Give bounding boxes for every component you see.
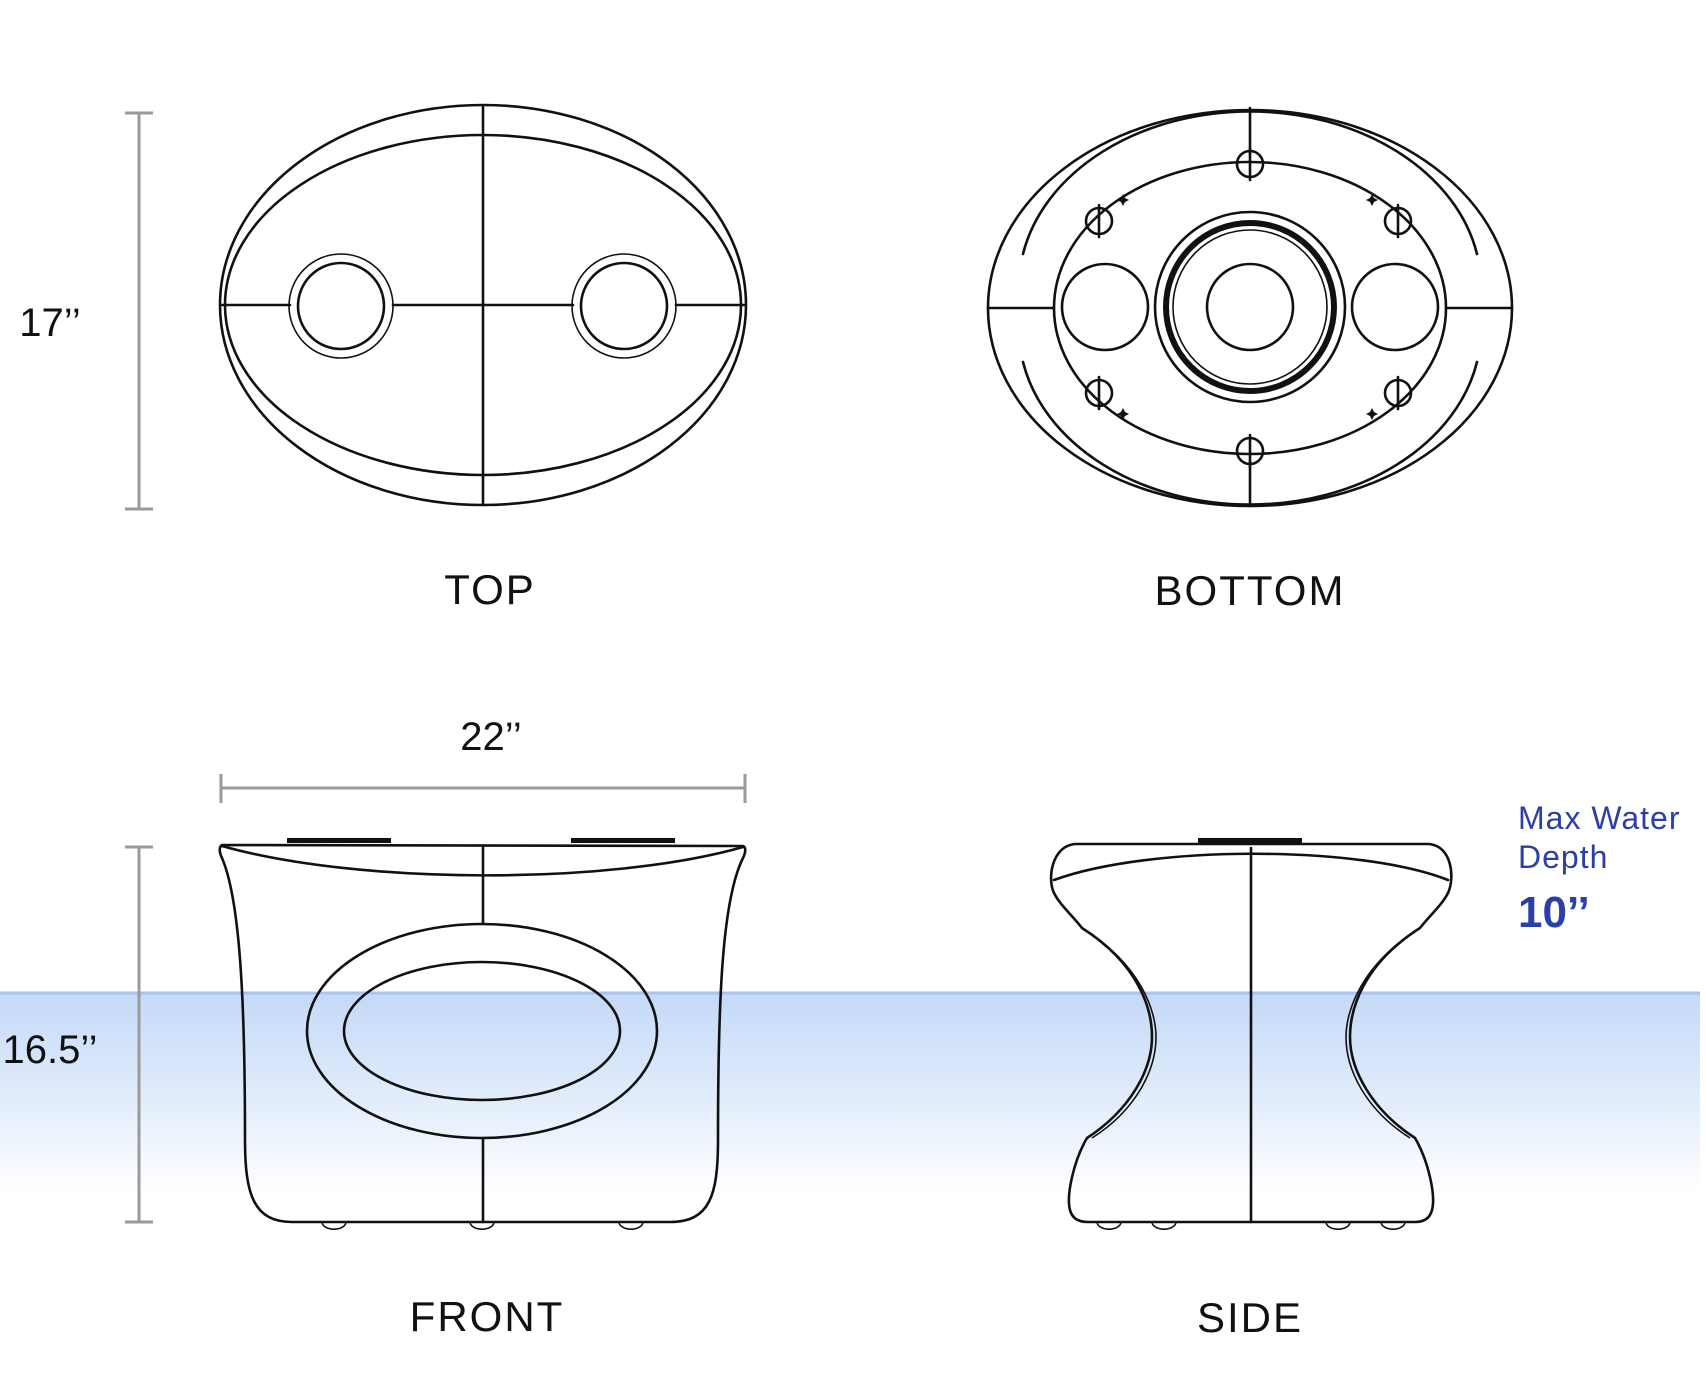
width-dimension-label: 22’’ xyxy=(460,715,522,759)
max-water-label-line1: Max Water xyxy=(1518,800,1681,836)
height-dimension-line xyxy=(125,845,153,1224)
foot-icon xyxy=(321,1221,644,1230)
screw-icon xyxy=(1235,433,1265,469)
side-recess-icon xyxy=(1060,262,1150,352)
top-view-drawing xyxy=(218,103,748,507)
screw-icon xyxy=(1084,203,1114,239)
width-dimension-line xyxy=(219,774,747,803)
screw-icon xyxy=(1383,203,1413,239)
side-view-label: SIDE xyxy=(1197,1294,1303,1341)
depth-dimension-line xyxy=(125,111,153,511)
front-view-drawing xyxy=(218,838,747,1230)
sparkle-icon xyxy=(1117,194,1378,420)
cup-holder-icon xyxy=(288,253,394,359)
side-view-drawing xyxy=(1049,838,1453,1230)
screw-icon xyxy=(1383,375,1413,411)
front-view-label: FRONT xyxy=(410,1293,565,1340)
bottom-view-drawing xyxy=(986,106,1514,508)
screw-icon xyxy=(1235,146,1265,182)
cup-holder-icon xyxy=(571,253,677,359)
bottom-view-label: BOTTOM xyxy=(1155,567,1346,614)
water-level-band xyxy=(0,991,1700,1193)
foot-icon xyxy=(1096,1221,1406,1230)
drain-icon xyxy=(1153,210,1347,404)
top-view-label: TOP xyxy=(444,566,536,613)
screw-icon xyxy=(1084,375,1114,411)
max-water-label-line2: Depth xyxy=(1518,839,1608,875)
depth-dimension-label: 17’’ xyxy=(19,301,81,345)
height-dimension-label: 16.5’’ xyxy=(3,1028,98,1072)
max-water-depth-value: 10’’ xyxy=(1518,888,1590,937)
side-recess-icon xyxy=(1350,262,1440,352)
